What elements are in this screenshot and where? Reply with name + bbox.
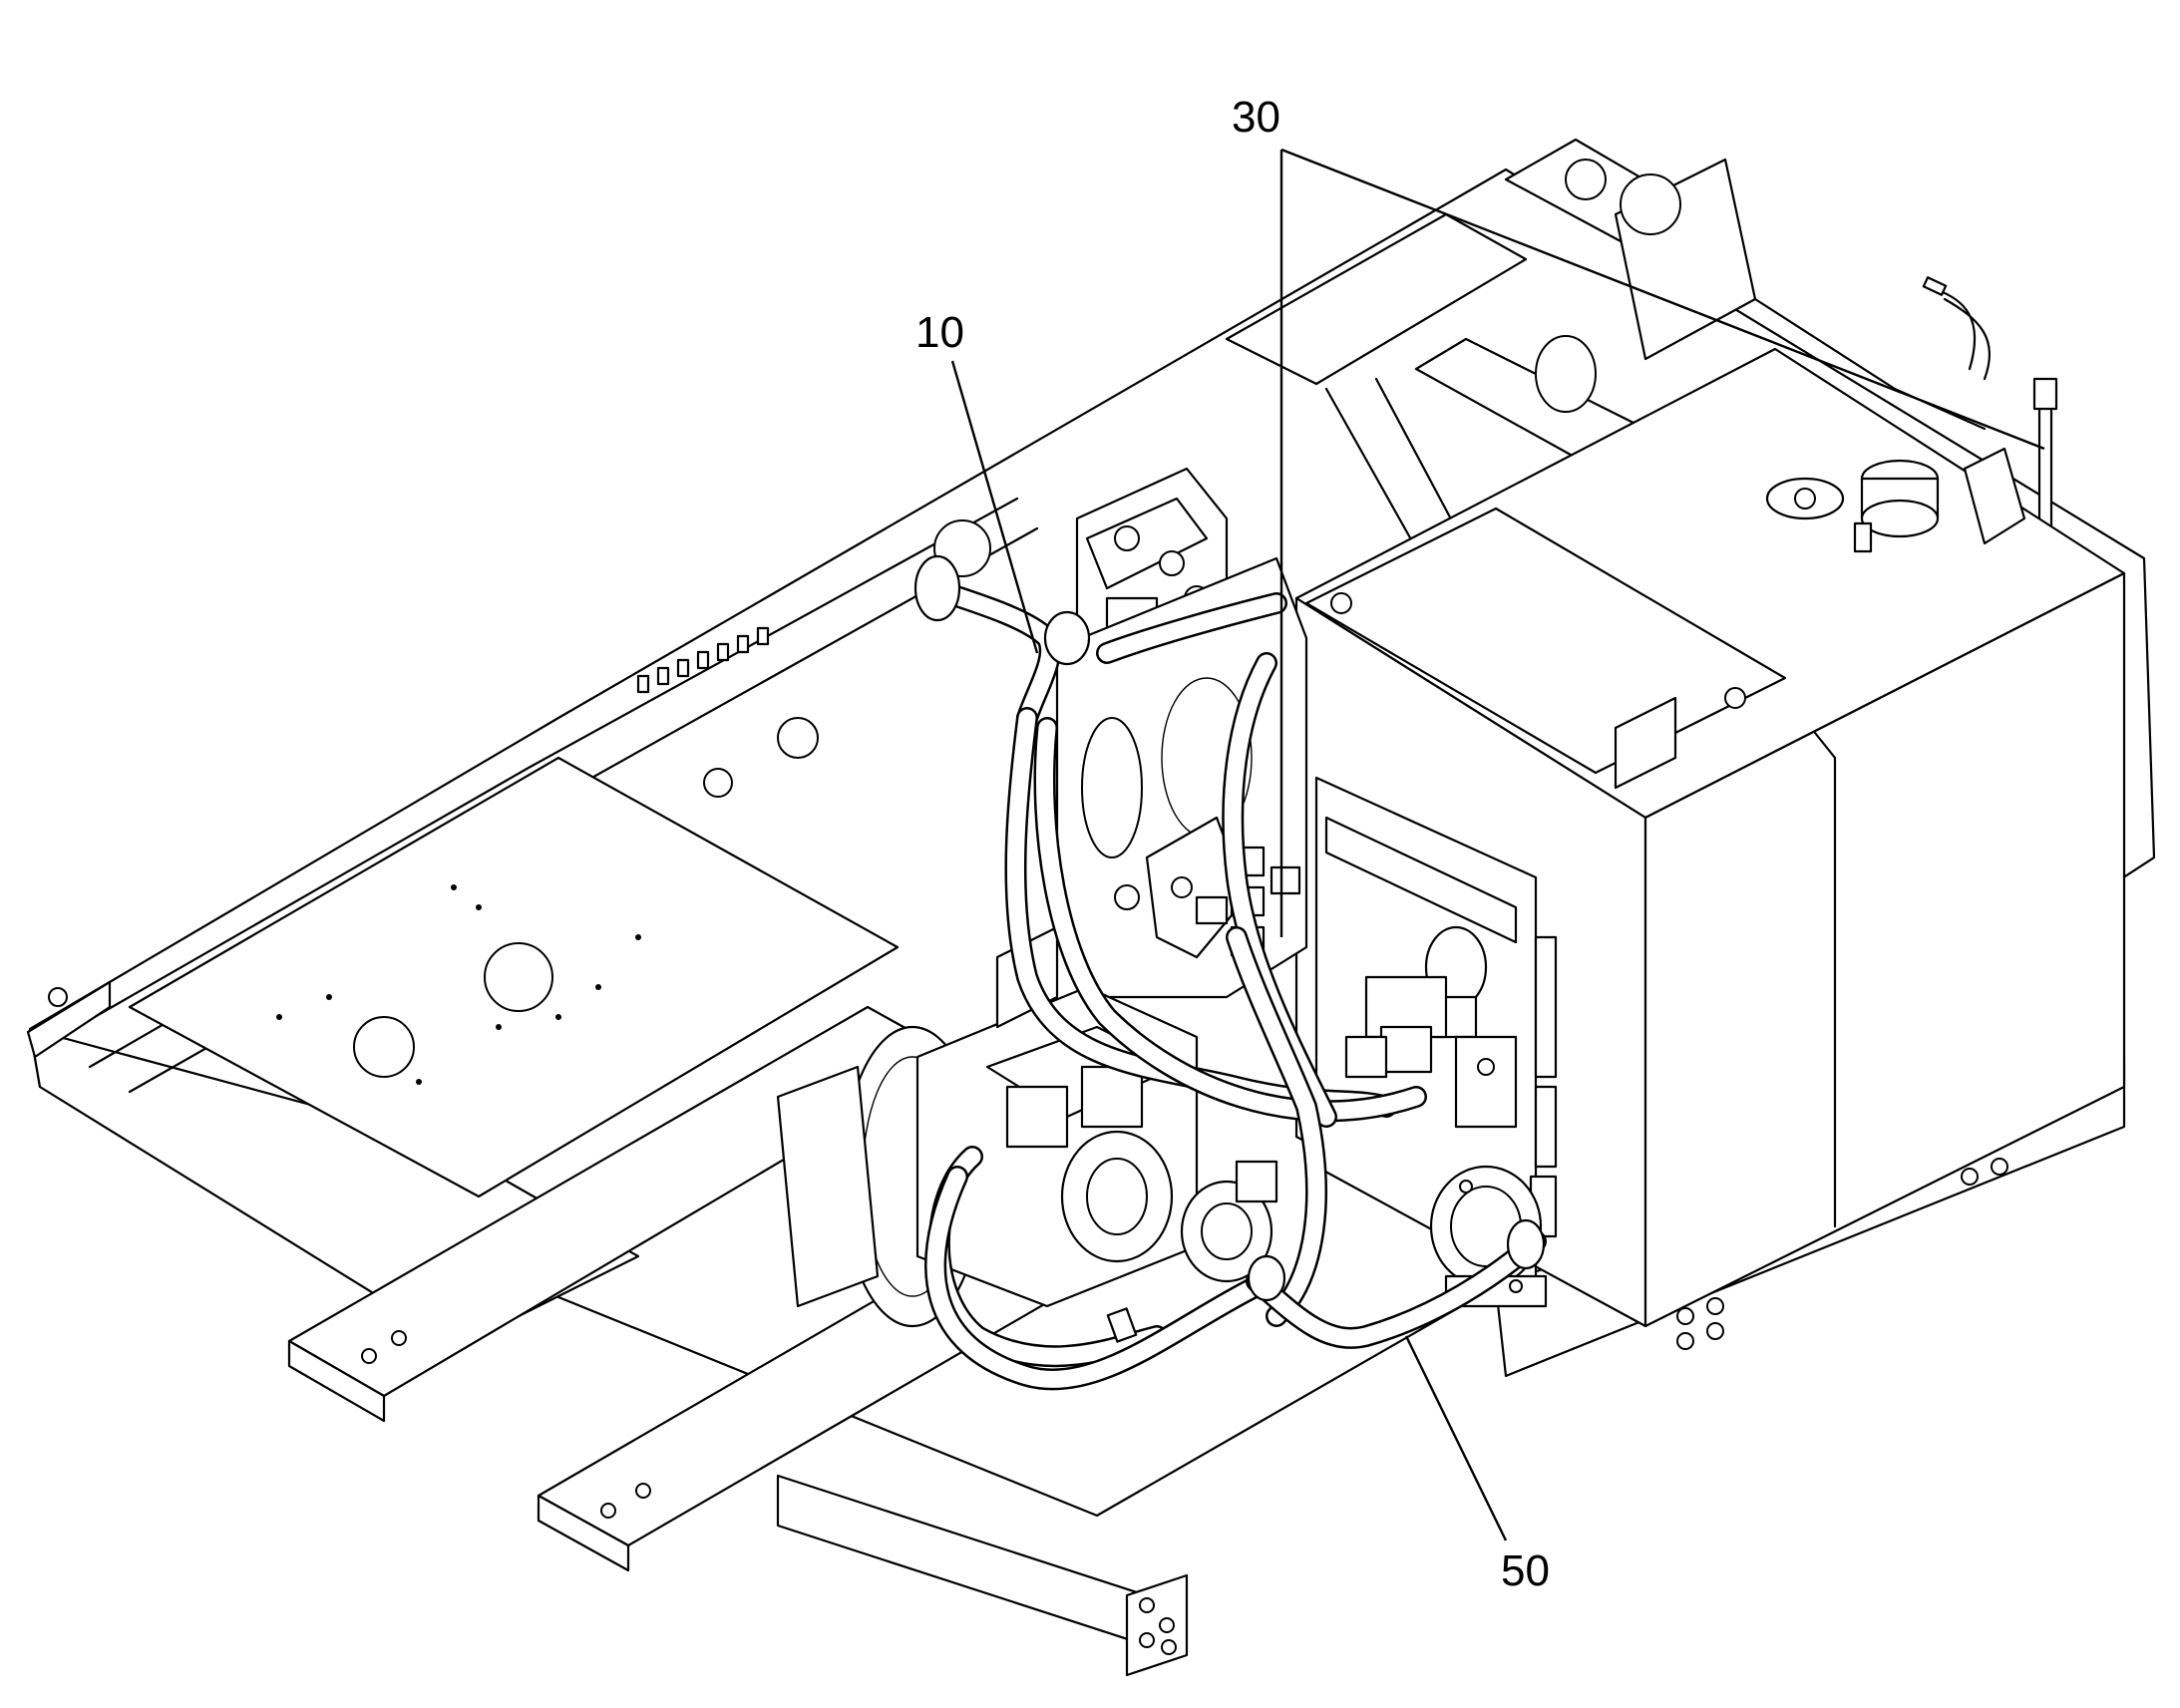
hydraulic-tank — [1294, 347, 2126, 1328]
deck-bolts — [276, 884, 641, 1085]
callout-labels: 10 30 50 — [915, 93, 1550, 1595]
leader-line-10 — [950, 360, 1039, 654]
rear-frame — [1225, 138, 2058, 550]
rail-holes — [361, 1330, 1177, 1655]
callout-label-50: 50 — [1501, 1546, 1550, 1595]
leader-line-30-b — [1280, 148, 2045, 451]
hoses — [913, 554, 1547, 1391]
callout-label-30: 30 — [1232, 93, 1280, 142]
callout-label-10: 10 — [915, 308, 964, 357]
leader-line-50 — [1404, 1335, 1508, 1541]
leader-lines — [950, 148, 2045, 1541]
deck-slot-row — [636, 626, 770, 694]
